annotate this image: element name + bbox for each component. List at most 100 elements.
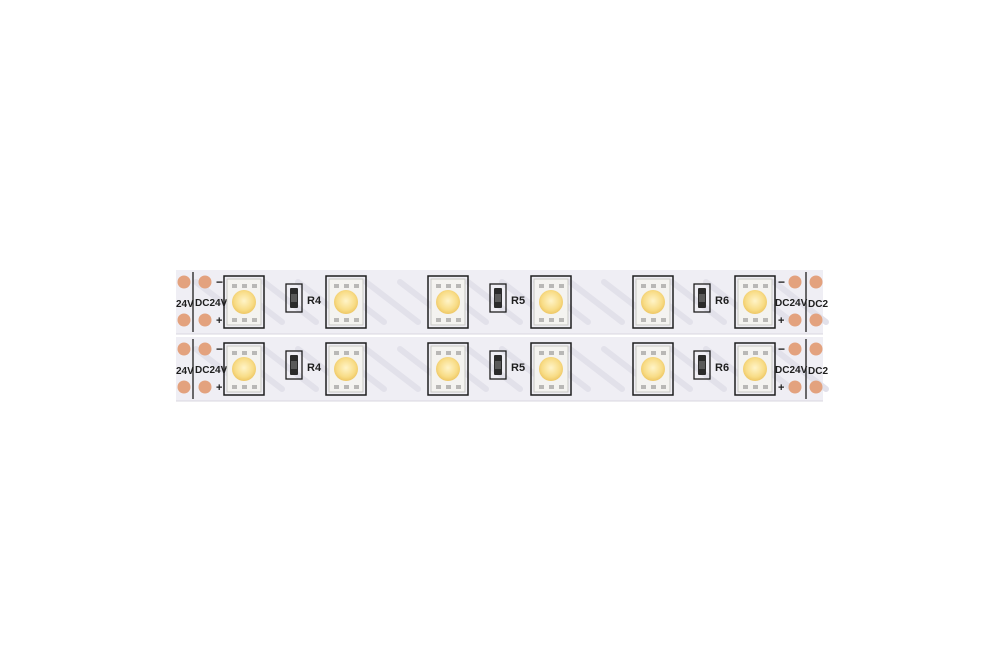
led-pin <box>456 351 461 355</box>
led-pin <box>334 318 339 322</box>
led-pin <box>539 351 544 355</box>
resistor-label: R5 <box>511 362 525 374</box>
led-outline <box>530 342 572 396</box>
led-pin <box>559 284 564 288</box>
minus-label: − <box>778 342 785 356</box>
voltage-label: DC24V <box>775 298 808 309</box>
led-pin <box>559 318 564 322</box>
led-pin <box>651 385 656 389</box>
led-pin <box>242 385 247 389</box>
led-pin <box>753 351 758 355</box>
led-pin <box>334 284 339 288</box>
solder-pad <box>198 313 212 327</box>
solder-pad <box>198 380 212 394</box>
solder-pad <box>788 342 802 356</box>
led-outline <box>427 275 469 329</box>
resistor-outline <box>693 350 711 380</box>
resistor-marking <box>495 294 501 302</box>
resistor-marking <box>699 294 705 302</box>
led-pin <box>252 351 257 355</box>
resistor-marking <box>291 361 297 369</box>
led-pin <box>436 385 441 389</box>
led-emitter <box>743 290 767 314</box>
led-pin <box>743 284 748 288</box>
resistor-outline <box>693 283 711 313</box>
led-pin <box>651 284 656 288</box>
minus-label: − <box>216 342 223 356</box>
led-outline <box>632 342 674 396</box>
led-outline <box>325 342 367 396</box>
resistor-outline <box>285 283 303 313</box>
solder-pad <box>788 313 802 327</box>
led-pin <box>763 318 768 322</box>
voltage-label-partial: 24V <box>176 366 194 377</box>
voltage-label-partial: 24V <box>176 299 194 310</box>
led-pin <box>641 318 646 322</box>
led-pin <box>763 351 768 355</box>
led-pin <box>344 351 349 355</box>
led-pin <box>661 284 666 288</box>
led-pin <box>763 284 768 288</box>
solder-pad <box>809 342 823 356</box>
led-outline <box>325 275 367 329</box>
copper-trace <box>567 346 625 392</box>
solder-pad <box>198 342 212 356</box>
resistor-marking <box>495 361 501 369</box>
plus-label: + <box>778 315 784 327</box>
led-pin <box>641 284 646 288</box>
voltage-label: DC24V <box>775 365 808 376</box>
copper-trace <box>363 279 421 325</box>
led-pin <box>753 284 758 288</box>
plus-label: + <box>216 315 222 327</box>
led-pin <box>539 318 544 322</box>
led-pin <box>354 351 359 355</box>
led-pin <box>446 351 451 355</box>
copper-trace <box>363 346 421 392</box>
minus-label: − <box>778 275 785 289</box>
led-emitter <box>232 290 256 314</box>
solder-pad <box>788 380 802 394</box>
led-outline <box>734 342 776 396</box>
resistor-label: R4 <box>307 295 322 307</box>
led-pin <box>354 385 359 389</box>
led-pin <box>344 385 349 389</box>
voltage-label-partial: DC2 <box>808 366 828 377</box>
led-emitter <box>539 357 563 381</box>
minus-label: − <box>216 275 223 289</box>
led-outline <box>734 275 776 329</box>
led-pin <box>559 351 564 355</box>
led-pin <box>661 318 666 322</box>
led-pin <box>436 318 441 322</box>
led-pin <box>232 318 237 322</box>
copper-trace <box>567 279 625 325</box>
solder-pad <box>788 275 802 289</box>
led-pin <box>242 318 247 322</box>
led-pin <box>232 351 237 355</box>
led-emitter <box>436 290 460 314</box>
plus-label: + <box>778 382 784 394</box>
led-pin <box>354 318 359 322</box>
led-pin <box>344 284 349 288</box>
led-pin <box>539 385 544 389</box>
solder-pad <box>198 275 212 289</box>
led-pin <box>549 284 554 288</box>
led-outline <box>530 275 572 329</box>
led-pin <box>436 284 441 288</box>
voltage-label: DC24V <box>195 365 228 376</box>
resistor-outline <box>489 283 507 313</box>
led-pin <box>763 385 768 389</box>
led-pin <box>456 385 461 389</box>
led-emitter <box>334 357 358 381</box>
plus-label: + <box>216 382 222 394</box>
led-pin <box>232 385 237 389</box>
led-pin <box>252 284 257 288</box>
led-pin <box>539 284 544 288</box>
resistor-label: R4 <box>307 362 322 374</box>
led-pin <box>344 318 349 322</box>
led-pin <box>456 284 461 288</box>
voltage-label-partial: DC2 <box>808 299 828 310</box>
led-pin <box>242 284 247 288</box>
led-emitter <box>743 357 767 381</box>
led-pin <box>651 351 656 355</box>
